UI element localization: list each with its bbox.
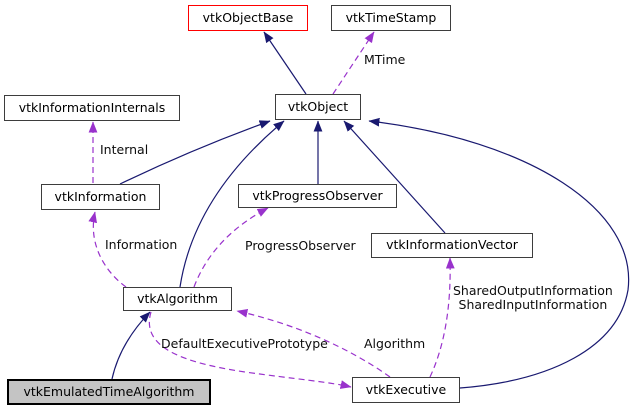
class-node-vtkInformation[interactable]: vtkInformation	[41, 184, 160, 210]
edge-label-member-Algorithm: Algorithm	[364, 337, 425, 351]
class-node-vtkInformationInternals[interactable]: vtkInformationInternals	[4, 95, 180, 121]
edge-label-line: Internal	[100, 142, 149, 157]
edge-member-ProgressObserver	[193, 207, 269, 288]
edge-label-member-Information: Information	[105, 238, 177, 252]
class-node-vtkExecutive[interactable]: vtkExecutive	[352, 377, 460, 403]
edge-label-member-ProgressObserver: ProgressObserver	[245, 239, 356, 253]
edge-label-line: SharedInputInformation	[458, 297, 608, 312]
edge-inherit-vtkInformation-to-vtkObject	[119, 120, 271, 185]
edge-inherit-vtkObject-to-vtkObjectBase	[263, 31, 307, 95]
class-node-vtkProgressObserver[interactable]: vtkProgressObserver	[238, 184, 397, 208]
edge-member-DefaultExecutivePrototype	[148, 311, 352, 389]
edge-inherit-vtkAlgorithm-to-vtkObject	[179, 120, 285, 288]
class-node-vtkInformationVector[interactable]: vtkInformationVector	[371, 233, 533, 258]
edge-member-MTime	[332, 31, 375, 95]
class-node-vtkObjectBase[interactable]: vtkObjectBase	[188, 5, 308, 31]
edge-member-Algorithm	[236, 308, 391, 378]
edge-label-line: MTime	[364, 52, 406, 67]
edge-label-member-Internal: Internal	[100, 143, 148, 157]
edge-inherit-vtkExecutive-to-vtkObject	[368, 117, 630, 389]
edge-inherit-vtkEmulatedTimeAlgorithm-to-vtkAlgorithm	[111, 311, 151, 380]
edge-member-SharedInformation	[429, 257, 455, 378]
edge-label-member-MTime: MTime	[364, 53, 405, 67]
class-node-vtkAlgorithm[interactable]: vtkAlgorithm	[123, 287, 232, 311]
class-node-vtkObject[interactable]: vtkObject	[275, 94, 361, 120]
edge-label-line: ProgressObserver	[245, 238, 356, 253]
edge-label-line: DefaultExecutivePrototype	[161, 336, 328, 351]
class-node-vtkTimeStamp[interactable]: vtkTimeStamp	[331, 5, 451, 31]
edge-inherit-vtkInformationVector-to-vtkObject	[343, 120, 446, 234]
class-node-vtkEmulatedTimeAlgorithm: vtkEmulatedTimeAlgorithm	[7, 379, 211, 405]
edge-label-member-DefaultExecutivePrototype: DefaultExecutivePrototype	[161, 337, 328, 351]
edge-label-line: SharedOutputInformation	[453, 283, 613, 298]
edge-member-Information	[88, 211, 127, 288]
edge-label-line: Algorithm	[364, 336, 426, 351]
edge-label-line: Information	[105, 237, 178, 252]
